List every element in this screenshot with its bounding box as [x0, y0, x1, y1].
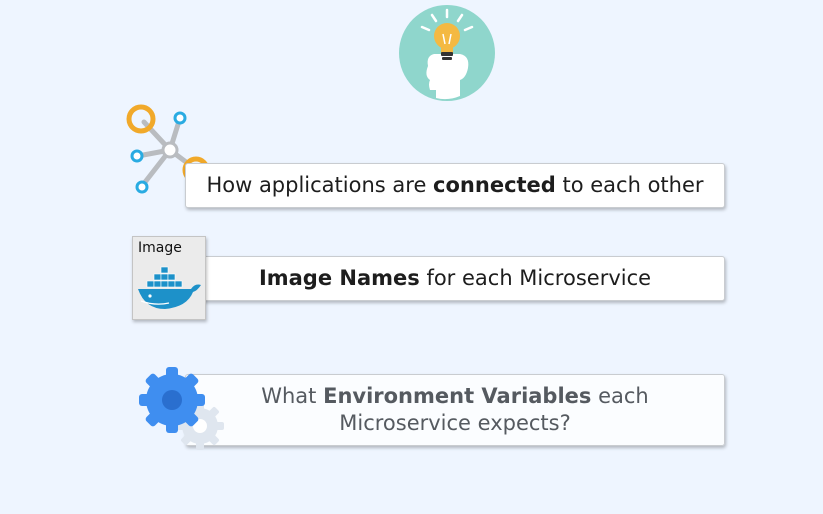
connected-apps-card: How applications are connected to each o…: [185, 163, 725, 208]
card-text: What Environment Variables each Microser…: [261, 384, 649, 435]
lightbulb-head-icon: [398, 4, 496, 102]
docker-image-tile: Image: [132, 236, 206, 320]
image-tile-label: Image: [138, 240, 182, 256]
docker-whale-icon: [138, 266, 201, 309]
image-names-card: Image Names for each Microservice: [185, 256, 725, 301]
card-text: Image Names for each Microservice: [258, 266, 652, 290]
env-variables-card: What Environment Variables each Microser…: [185, 374, 725, 446]
card-text: How applications are connected to each o…: [206, 173, 704, 197]
gears-icon: [138, 366, 228, 450]
